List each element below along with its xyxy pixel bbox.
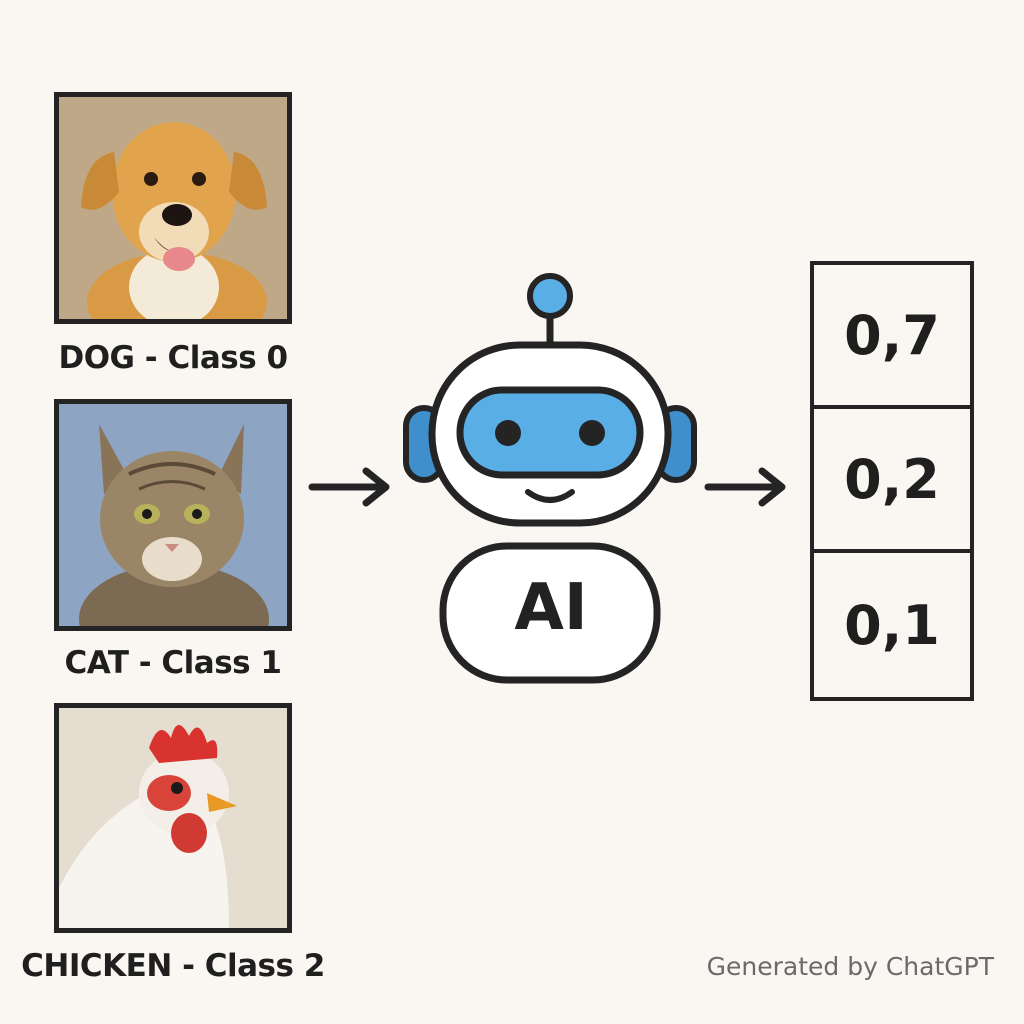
dog-class-label: DOG - Class 0 (58, 340, 288, 376)
chicken-image (54, 703, 292, 933)
cat-class-label: CAT - Class 1 (64, 645, 283, 681)
dog-image (54, 92, 292, 324)
arrow-right-icon (704, 467, 786, 507)
probability-cell: 0,1 (844, 593, 940, 657)
robot-icon (403, 273, 697, 684)
ai-label: AI (514, 571, 588, 645)
footer-credit: Generated by ChatGPT (706, 952, 994, 981)
chicken-class-label: CHICKEN - Class 2 (21, 948, 325, 984)
probability-cell: 0,7 (814, 265, 970, 409)
arrow-right-icon (308, 467, 390, 507)
output-probabilities: 0,7 0,2 0,1 (810, 261, 974, 701)
probability-cell: 0,2 (814, 409, 970, 553)
cat-image (54, 399, 292, 631)
